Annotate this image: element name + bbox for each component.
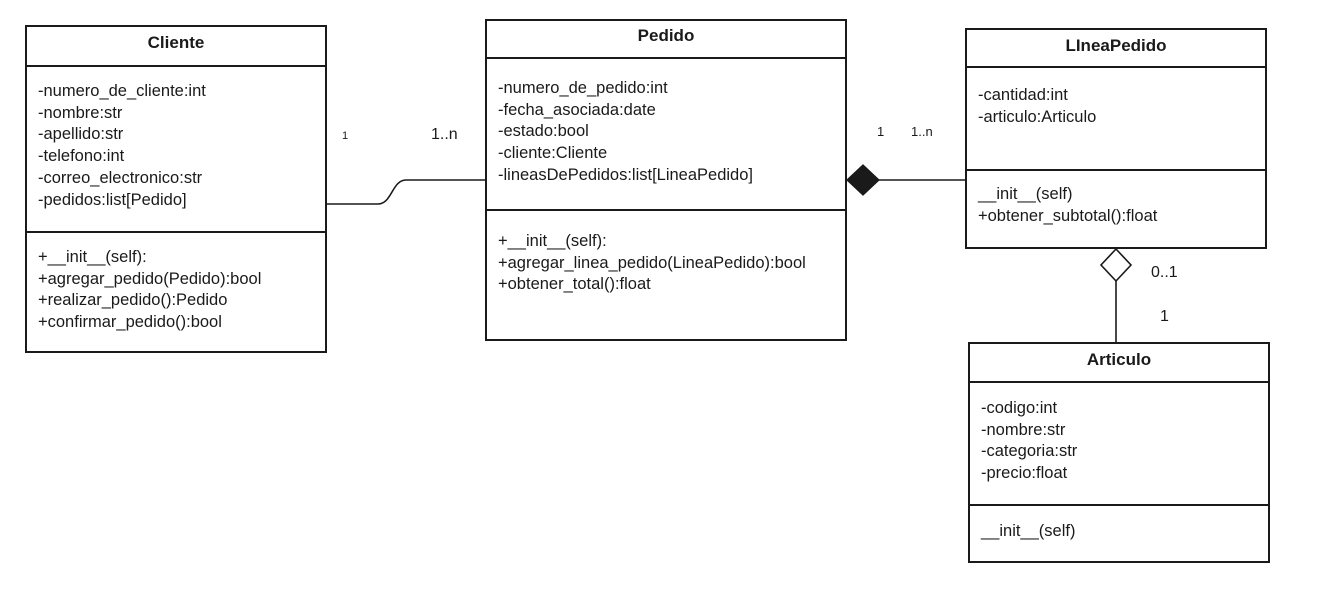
multiplicity-label: 1 bbox=[877, 124, 885, 139]
attribute: -lineasDePedidos:list[LineaPedido] bbox=[498, 165, 753, 184]
methods-articulo: __init__(self) bbox=[970, 506, 1268, 543]
attribute: -cantidad:int bbox=[978, 86, 1068, 104]
aggregation-diamond-icon bbox=[1099, 247, 1133, 283]
class-name-cliente: Cliente bbox=[27, 27, 325, 67]
attributes-pedido: -numero_de_pedido:int -fecha_asociada:da… bbox=[487, 59, 845, 211]
attribute: -pedidos:list[Pedido] bbox=[38, 190, 187, 209]
method: __init__(self) bbox=[981, 522, 1076, 540]
attribute: -apellido:str bbox=[38, 125, 124, 144]
class-pedido[interactable]: Pedido -numero_de_pedido:int -fecha_asoc… bbox=[485, 19, 847, 341]
method: +obtener_subtotal():float bbox=[978, 206, 1158, 225]
method: +__init__(self): bbox=[498, 232, 607, 250]
multiplicity-label: 1 bbox=[1160, 308, 1169, 325]
attribute: -articulo:Articulo bbox=[978, 107, 1097, 126]
attribute: -nombre:str bbox=[38, 103, 123, 122]
multiplicity-label: 1..n bbox=[911, 124, 933, 139]
attribute: -categoria:str bbox=[981, 442, 1078, 461]
method: __init__(self) bbox=[978, 185, 1073, 203]
method: +realizar_pedido():Pedido bbox=[38, 291, 228, 310]
attribute: -nombre:str bbox=[981, 420, 1066, 439]
class-name-articulo: Articulo bbox=[970, 344, 1268, 383]
attributes-cliente: -numero_de_cliente:int -nombre:str -apel… bbox=[27, 67, 325, 233]
class-lineapedido[interactable]: LIneaPedido -cantidad:int -articulo:Arti… bbox=[965, 28, 1267, 249]
attribute: -fecha_asociada:date bbox=[498, 100, 656, 119]
attribute: -numero_de_pedido:int bbox=[498, 79, 668, 97]
class-name-pedido: Pedido bbox=[487, 21, 845, 59]
attribute: -correo_electronico:str bbox=[38, 168, 203, 187]
class-cliente[interactable]: Cliente -numero_de_cliente:int -nombre:s… bbox=[25, 25, 327, 353]
multiplicity-label: 0..1 bbox=[1151, 264, 1178, 281]
methods-lineapedido: __init__(self) +obtener_subtotal():float bbox=[967, 171, 1265, 227]
attribute: -precio:float bbox=[981, 464, 1068, 483]
methods-cliente: +__init__(self): +agregar_pedido(Pedido)… bbox=[27, 233, 325, 334]
association-line-cliente-pedido bbox=[327, 179, 485, 205]
attribute: -codigo:int bbox=[981, 399, 1058, 417]
composition-diamond-icon bbox=[846, 164, 880, 196]
attribute: -cliente:Cliente bbox=[498, 144, 608, 163]
method: +obtener_total():float bbox=[498, 275, 651, 294]
class-articulo[interactable]: Articulo -codigo:int -nombre:str -catego… bbox=[968, 342, 1270, 563]
attributes-articulo: -codigo:int -nombre:str -categoria:str -… bbox=[970, 383, 1268, 506]
method: +agregar_linea_pedido(LineaPedido):bool bbox=[498, 253, 806, 272]
multiplicity-label: 1 bbox=[342, 130, 349, 142]
method: +agregar_pedido(Pedido):bool bbox=[38, 269, 262, 288]
attributes-lineapedido: -cantidad:int -articulo:Articulo bbox=[967, 68, 1265, 171]
attribute: -estado:bool bbox=[498, 122, 589, 141]
methods-pedido: +__init__(self): +agregar_linea_pedido(L… bbox=[487, 211, 845, 296]
method: +confirmar_pedido():bool bbox=[38, 313, 222, 332]
multiplicity-label: 1..n bbox=[431, 126, 458, 143]
attribute: -telefono:int bbox=[38, 147, 125, 166]
method: +__init__(self): bbox=[38, 248, 147, 266]
class-name-lineapedido: LIneaPedido bbox=[967, 30, 1265, 68]
attribute: -numero_de_cliente:int bbox=[38, 82, 206, 100]
